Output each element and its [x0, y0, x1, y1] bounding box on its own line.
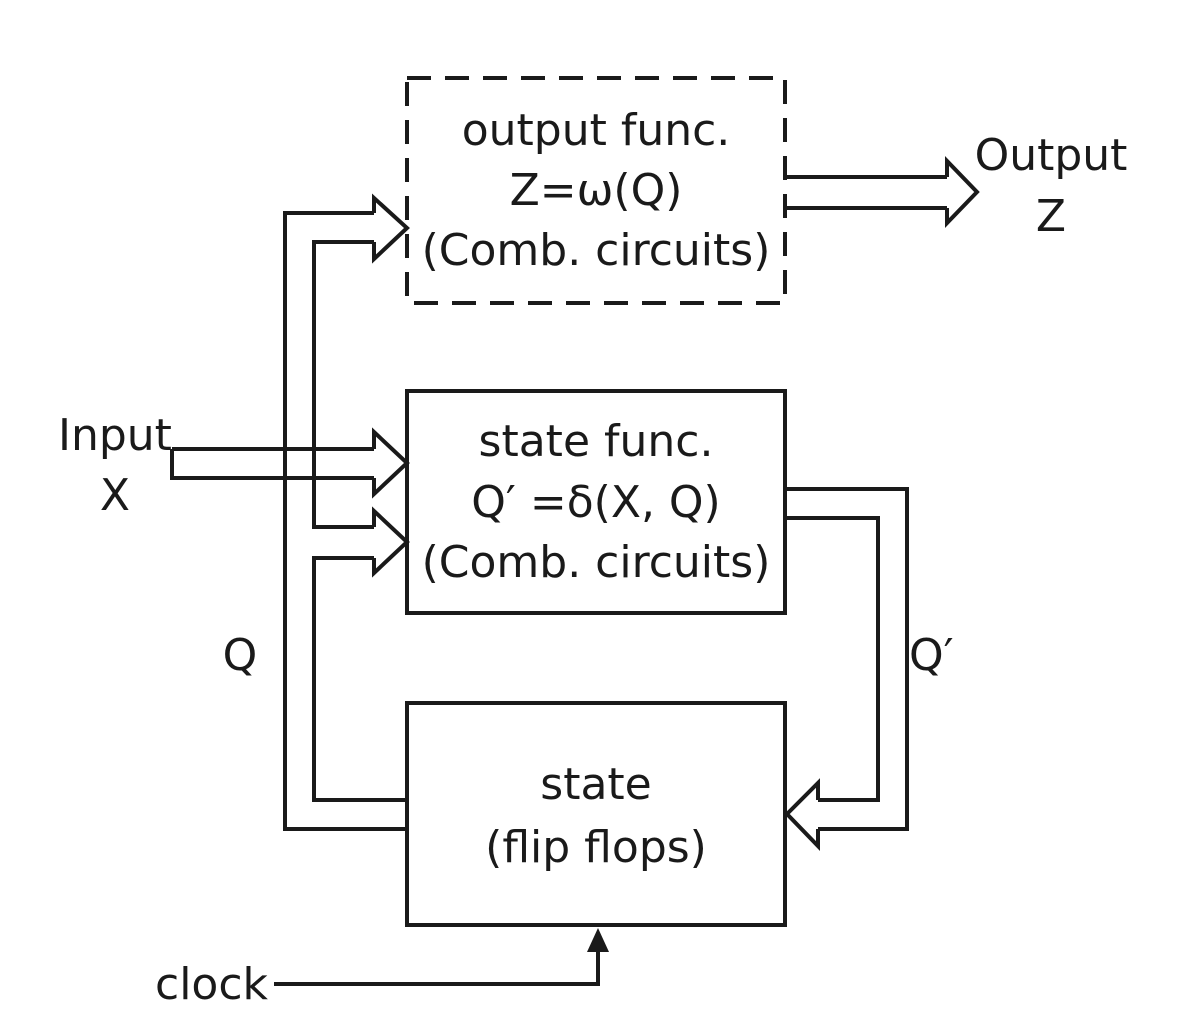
- state-register-block: state (flip flops): [405, 701, 787, 927]
- clock-line: [274, 928, 609, 986]
- output-function-title: output func.: [462, 105, 731, 156]
- state-bus-label: Q: [223, 630, 258, 681]
- q-to-state-function-head: [372, 506, 410, 578]
- input-bus-arrow: [170, 427, 410, 499]
- clock-label: clock: [155, 959, 269, 1010]
- state-function-block: state func. Q′ =δ(X, Q) (Comb. circuits): [405, 389, 787, 615]
- output-label: Output: [975, 130, 1128, 181]
- output-function-note: (Comb. circuits): [422, 225, 771, 276]
- state-register-frame: [405, 701, 787, 927]
- state-register-title: state: [540, 759, 651, 810]
- output-bus-arrow: [787, 156, 980, 228]
- state-feedback-bus: [283, 193, 410, 831]
- q-to-output-function-head: [372, 193, 410, 264]
- next-state-bus: [784, 487, 909, 851]
- output-function-block: output func. Z=ω(Q) (Comb. circuits): [405, 76, 787, 305]
- state-function-title: state func.: [479, 416, 714, 467]
- input-symbol: X: [100, 470, 130, 521]
- output-function-equation: Z=ω(Q): [510, 165, 683, 216]
- output-symbol: Z: [1036, 191, 1066, 242]
- state-function-frame: [405, 389, 787, 615]
- state-register-note: (flip flops): [485, 822, 707, 873]
- state-function-note: (Comb. circuits): [422, 537, 771, 588]
- next-state-bus-label: Q′: [909, 630, 954, 681]
- input-label: Input: [58, 410, 172, 461]
- state-function-equation: Q′ =δ(X, Q): [471, 477, 720, 528]
- q-prime-to-state-head: [784, 778, 820, 851]
